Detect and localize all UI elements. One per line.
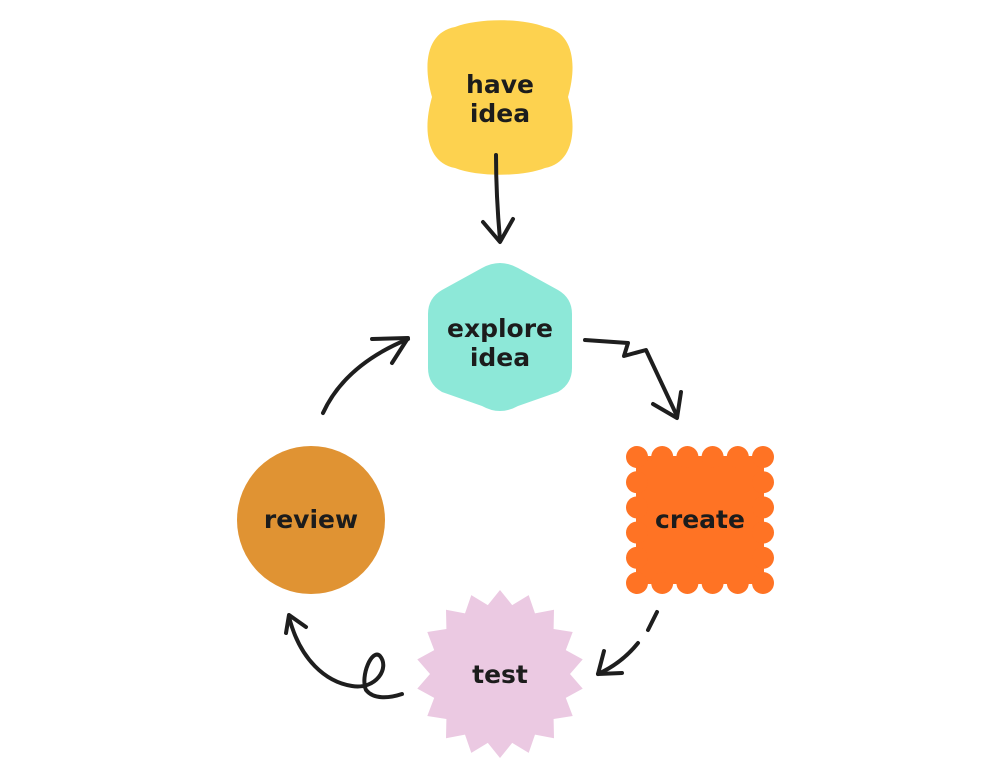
test-shape: [417, 590, 583, 758]
node-have-idea[interactable]: have idea: [427, 20, 573, 175]
arrow-have-idea-to-explore-idea: [481, 153, 515, 244]
create-shape: [626, 446, 774, 594]
node-test[interactable]: test: [417, 590, 583, 758]
test-label: test: [472, 660, 528, 689]
have-idea-line2: idea: [470, 99, 530, 128]
create-label: create: [655, 505, 745, 534]
explore-idea-shape: [428, 263, 572, 411]
have-idea-line1: have: [466, 70, 534, 99]
explore-idea-line1: explore: [447, 314, 553, 343]
arrow-test-to-review: [284, 613, 404, 700]
explore-idea-line2: idea: [470, 343, 530, 372]
arrow-create-to-test: [596, 610, 659, 676]
review-label: review: [264, 505, 358, 534]
node-create[interactable]: create: [626, 446, 774, 594]
arrow-review-to-explore-idea: [321, 336, 410, 415]
node-review[interactable]: review: [237, 446, 385, 594]
have-idea-shape: [427, 20, 573, 175]
node-explore-idea[interactable]: explore idea: [428, 263, 572, 411]
review-shape: [237, 446, 385, 594]
arrow-explore-idea-to-create: [583, 338, 683, 420]
